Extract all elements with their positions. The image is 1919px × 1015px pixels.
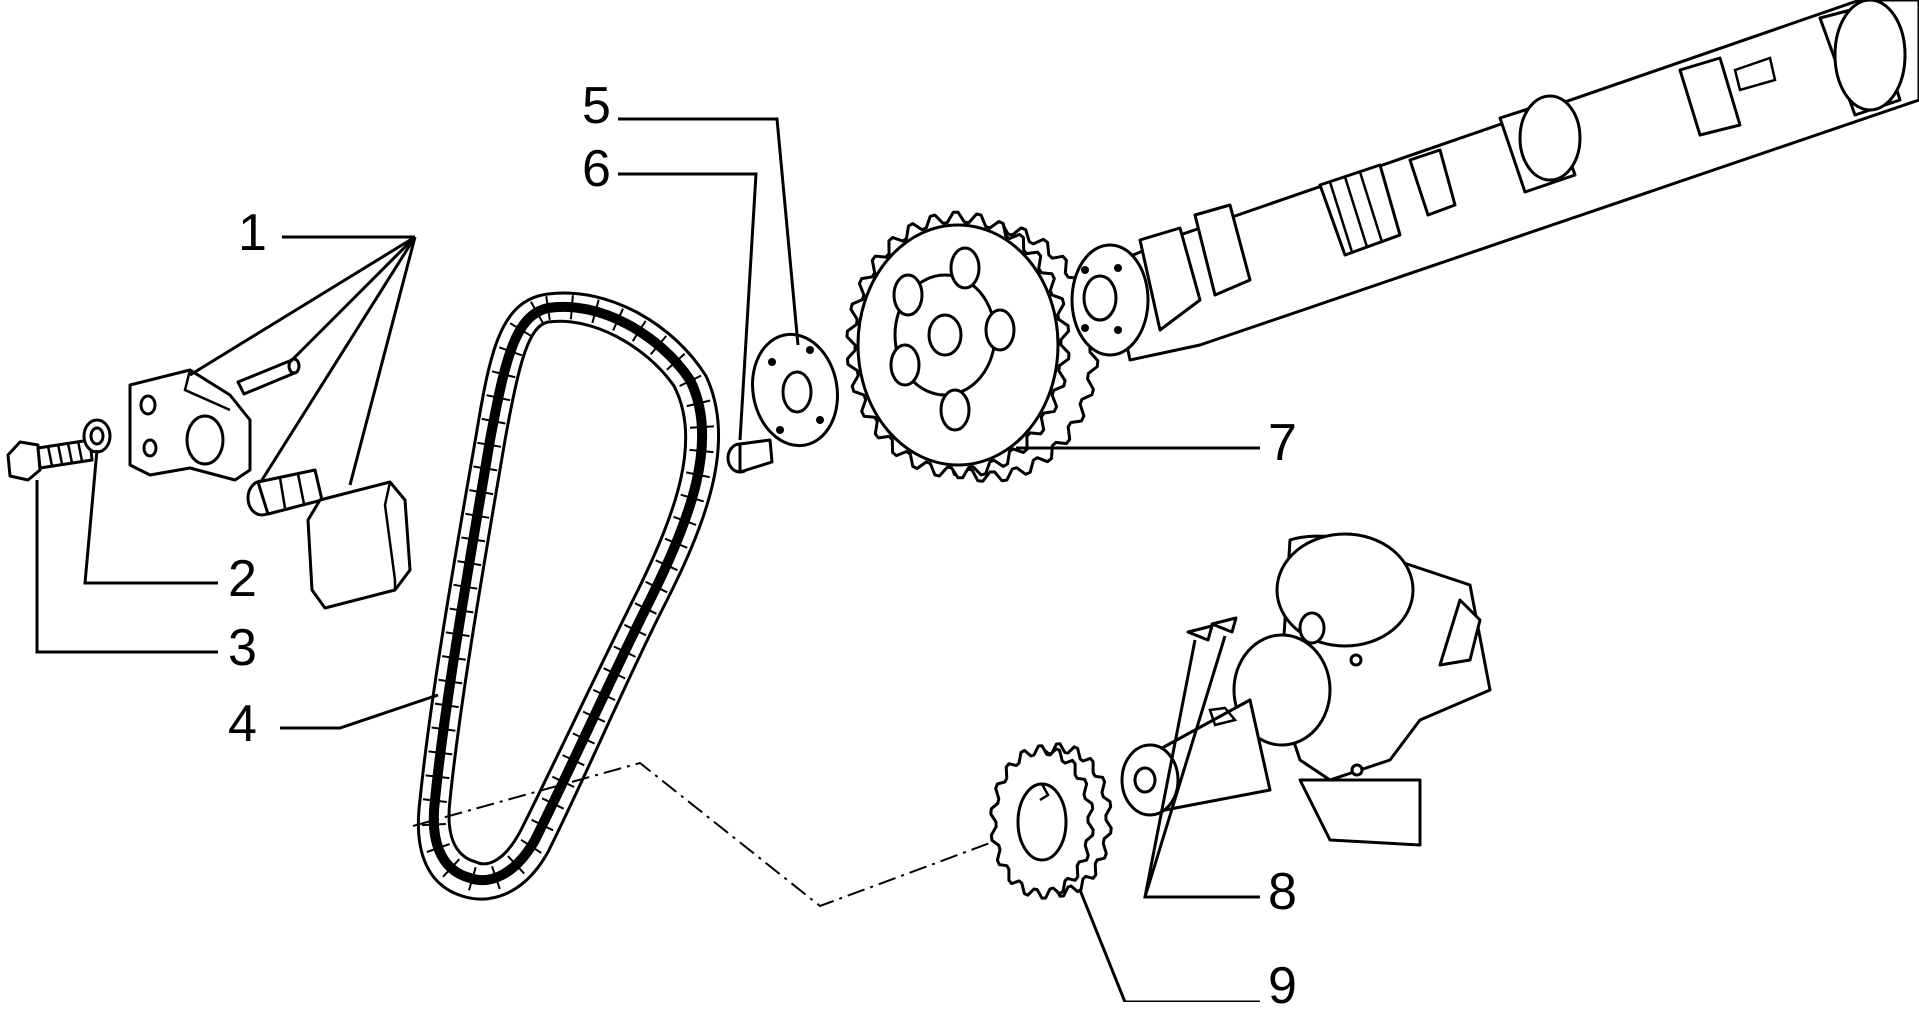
woodruff-keys [1186, 616, 1238, 642]
crankshaft-sprocket [989, 742, 1113, 900]
tensioner-bolt [6, 438, 94, 482]
leader-lines [35, 117, 1260, 1004]
callout-8: 8 [1268, 863, 1297, 921]
callout-6: 6 [582, 140, 611, 198]
sprocket-bolt [726, 438, 774, 474]
crankshaft [1120, 532, 1492, 847]
callout-2: 2 [228, 550, 257, 608]
camshaft-sprocket-plate [751, 332, 839, 448]
camshaft-sprocket [845, 210, 1100, 483]
timing-chain [416, 291, 721, 901]
camshaft [1070, 0, 1919, 362]
tensioner-shoe [306, 480, 412, 610]
tensioner-washer [82, 418, 112, 454]
tensioner-pin [236, 357, 301, 396]
tensioner-plunger [246, 468, 324, 517]
assembly-centerline [412, 761, 991, 908]
callout-1: 1 [238, 204, 267, 262]
callout-5: 5 [582, 77, 611, 135]
callout-3: 3 [228, 619, 257, 677]
callout-9: 9 [1268, 957, 1297, 1015]
chain-tensioner-body [128, 368, 252, 482]
callout-7: 7 [1268, 414, 1297, 472]
callout-4: 4 [228, 695, 257, 753]
